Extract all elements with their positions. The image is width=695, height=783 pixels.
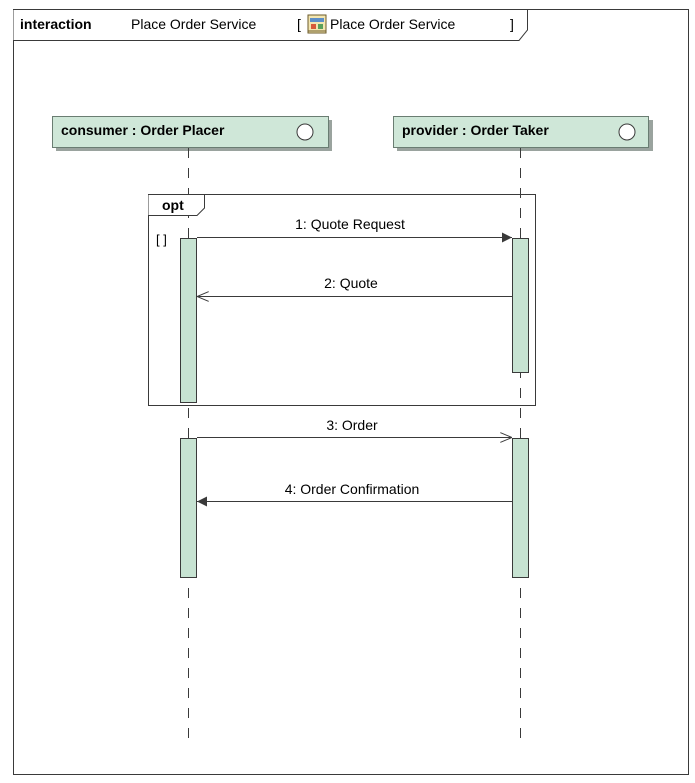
frame-bracket-open: [: [297, 16, 301, 32]
interface-icon: [296, 123, 314, 141]
opt-guard: [ ]: [156, 232, 167, 247]
message-1-label: 1: Quote Request: [295, 216, 405, 232]
lifeline-head-provider: [393, 116, 649, 148]
opt-operator-label: opt: [162, 197, 184, 213]
message-3-label: 3: Order: [326, 417, 378, 433]
activation-bar-provider: [512, 438, 529, 578]
opt-operator-tab: [148, 194, 205, 216]
message-2-label: 2: Quote: [324, 275, 378, 291]
activation-bar-consumer: [180, 238, 197, 403]
activation-bar-consumer: [180, 438, 197, 578]
frame-keyword: interaction: [20, 16, 92, 32]
opt-fragment: [148, 194, 536, 406]
interface-icon: [618, 123, 636, 141]
frame-bracket-close: ]: [510, 16, 514, 32]
lifeline-head-consumer: [52, 116, 329, 148]
frame-name: Place Order Service: [131, 16, 256, 32]
lifeline-label-consumer: consumer : Order Placer: [61, 122, 225, 138]
frame-ref-name: Place Order Service: [330, 16, 455, 32]
message-4-label: 4: Order Confirmation: [285, 481, 420, 497]
activation-bar-provider: [512, 238, 529, 373]
lifeline-label-provider: provider : Order Taker: [402, 122, 549, 138]
service-icon: [307, 14, 327, 34]
frame-header-tab: [13, 9, 528, 41]
